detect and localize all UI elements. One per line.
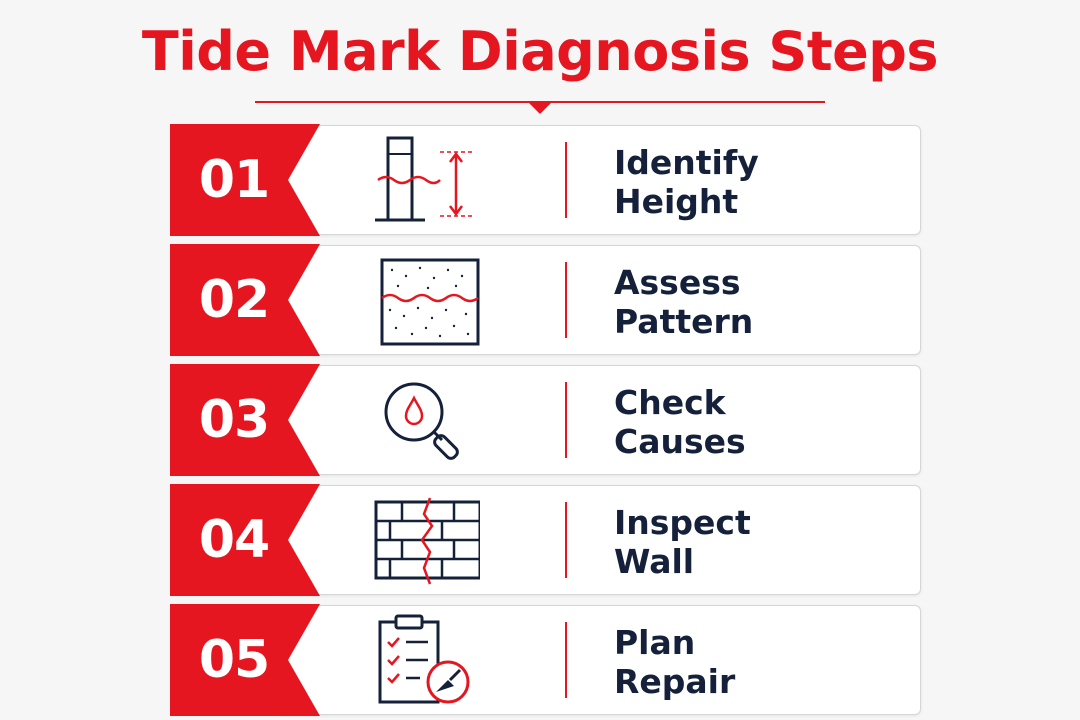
title-caret-marker [528,102,552,114]
step-card [280,245,921,355]
step-divider [565,142,567,218]
wall-height-measure-icon [370,130,480,230]
magnifier-water-drop-icon [370,370,480,470]
step-card [280,605,921,715]
step-badge-shape [170,124,320,236]
clipboard-trowel-icon [370,610,480,710]
steps-list: 01 Identify Height [170,124,922,720]
step-number: 02 [198,270,270,330]
step-label: Assess Pattern [614,262,904,342]
step-label-line-2: Pattern [614,302,754,341]
step-badge: 05 [170,604,320,716]
step-label-line-1: Identify [614,143,759,182]
step-divider [565,502,567,578]
step-label-line-2: Height [614,182,739,221]
step-label-line-1: Check [614,383,726,422]
step-badge-shape [170,484,320,596]
step-number: 05 [198,630,270,690]
step-5: 05 Plan Re [170,604,922,716]
step-3: 03 Check Causes [170,364,922,476]
step-divider [565,382,567,458]
stain-pattern-icon [370,250,480,350]
step-divider [565,262,567,338]
step-badge-shape [170,604,320,716]
step-label: Inspect Wall [614,502,904,582]
step-label-line-1: Plan [614,623,696,662]
step-1: 01 Identify Height [170,124,922,236]
step-badge: 02 [170,244,320,356]
step-label: Check Causes [614,382,904,462]
step-divider [565,622,567,698]
cracked-brick-wall-icon [370,490,482,590]
step-badge-shape [170,244,320,356]
step-badge: 04 [170,484,320,596]
step-badge-shape [170,364,320,476]
step-number: 01 [198,150,270,210]
step-label-line-2: Repair [614,662,736,701]
step-label-line-1: Assess [614,263,741,302]
step-label-line-2: Wall [614,542,695,581]
step-label-line-2: Causes [614,422,746,461]
step-label-line-1: Inspect [614,503,751,542]
step-label: Identify Height [614,142,904,222]
step-4: 04 [170,484,922,596]
step-badge: 03 [170,364,320,476]
step-label: Plan Repair [614,622,904,702]
step-number: 03 [198,390,270,450]
step-2: 02 A [170,244,922,356]
page-title: Tide Mark Diagnosis Steps [141,20,939,83]
step-number: 04 [198,510,270,570]
step-badge: 01 [170,124,320,236]
